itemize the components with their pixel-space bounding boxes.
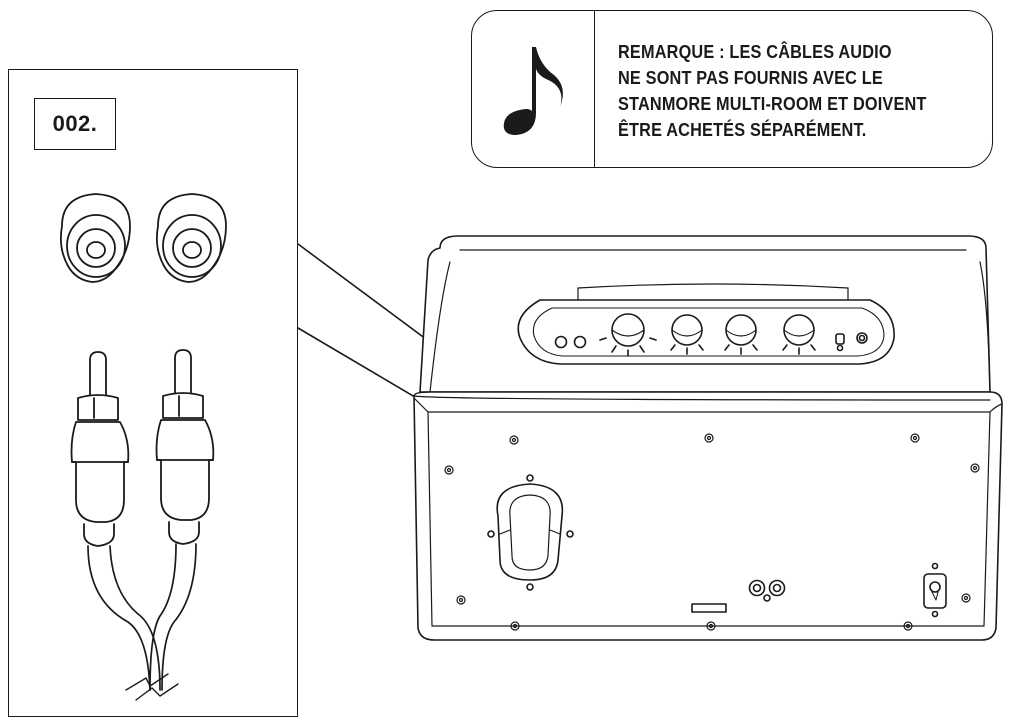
volume-knob-icon [670,314,704,355]
rca-socket-left-icon [59,193,131,283]
aux-jack-icon [856,332,868,344]
rca-plug-left-icon [70,351,130,547]
screws [444,433,980,631]
note-line: NE SONT PAS FOURNIS AVEC LE [618,67,883,88]
treble-knob-icon [782,314,816,355]
note-line: REMARQUE : LES CÂBLES AUDIO [618,41,892,62]
rca-plug-right-icon [155,349,215,545]
rca-socket-right-icon [155,193,227,283]
source-knob-icon [599,313,657,357]
button-left-icon [554,335,568,349]
cable-break-icon [125,673,179,701]
audio-cable [87,543,197,691]
note-line: ÊTRE ACHETÉS SÉPARÉMENT. [618,119,867,140]
bass-port-icon [487,474,574,591]
power-socket-icon [923,562,947,618]
button-right-icon [573,335,587,349]
callout-frame [8,69,298,717]
rear-rca-input-icon [748,579,786,602]
bass-knob-icon [724,314,758,355]
step-number-badge: 002. [34,98,116,150]
music-note-icon [503,47,563,135]
control-panel [517,283,895,365]
note-box: REMARQUE : LES CÂBLES AUDIO NE SONT PAS … [471,10,993,168]
serial-label-icon [691,603,727,613]
note-text: REMARQUE : LES CÂBLES AUDIO NE SONT PAS … [618,39,944,143]
note-line: STANMORE MULTI-ROOM ET DOIVENT [618,93,927,114]
toggle-switch-icon [835,333,845,345]
note-divider [594,11,595,167]
